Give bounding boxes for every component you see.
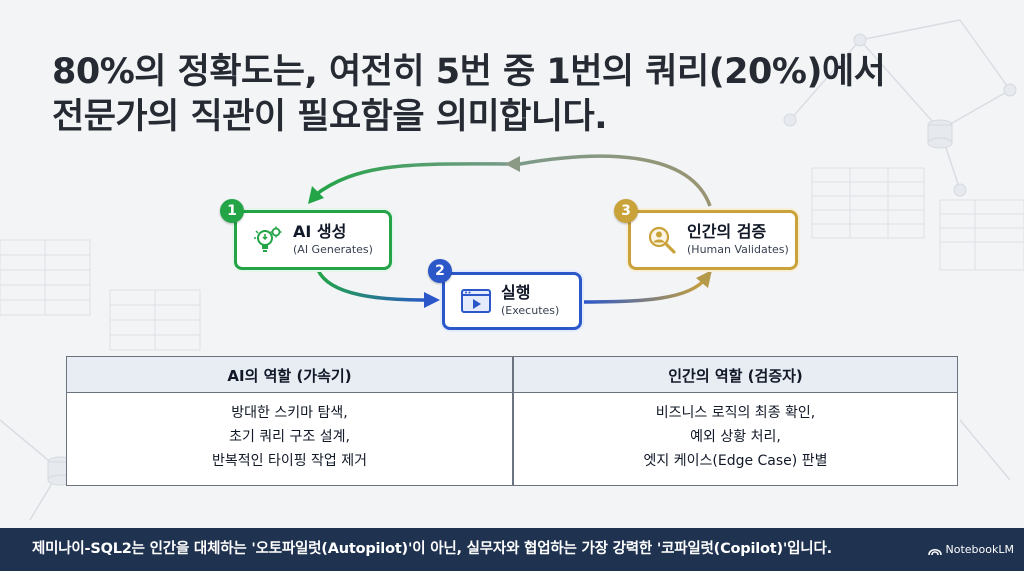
- list-item: 초기 쿼리 구조 설계,: [229, 429, 350, 445]
- step-card-ai-generates: AI 생성 (AI Generates): [234, 210, 392, 270]
- step-subtitle: (Executes): [501, 304, 560, 317]
- arrow-head-mid: [505, 156, 520, 172]
- human-role-list: 비즈니스 로직의 최종 확인, 예외 상황 처리, 엣지 케이스(Edge Ca…: [513, 401, 958, 473]
- list-item: 방대한 스키마 탐색,: [231, 405, 348, 421]
- list-item: 반복적인 타이핑 작업 제거: [211, 453, 368, 469]
- step-title: AI 생성: [293, 222, 347, 241]
- step-number-badge: 2: [428, 259, 452, 283]
- step-number-badge: 1: [220, 199, 244, 223]
- arrow-validate-to-generate: [312, 154, 712, 207]
- step-card-human-validates: 인간의 검증 (Human Validates): [628, 210, 798, 270]
- lightbulb-gear-icon: [251, 223, 285, 257]
- play-window-icon: [459, 284, 493, 318]
- headline-line-1: 80%의 정확도는, 여전히 5번 중 1번의 쿼리(20%)에서: [52, 52, 886, 92]
- step-title: 실행: [501, 283, 531, 302]
- step-number-badge: 3: [614, 199, 638, 223]
- footer-banner: 제미나이-SQL2는 인간을 대체하는 '오토파일럿(Autopilot)'이 …: [0, 528, 1024, 571]
- arrow-head-generate: [308, 186, 324, 204]
- list-item: 예외 상황 처리,: [690, 429, 781, 445]
- list-item: 비즈니스 로직의 최종 확인,: [655, 405, 816, 421]
- step-subtitle: (Human Validates): [687, 243, 789, 256]
- magnifier-person-icon: [645, 223, 679, 257]
- step-card-executes: 실행 (Executes): [442, 272, 582, 330]
- arrow-generate-to-execute: [316, 269, 429, 302]
- arrow-head-validate: [696, 270, 712, 288]
- brand-watermark: NotebookLM: [923, 543, 1014, 556]
- column-divider: [512, 357, 514, 485]
- arrow-head-execute: [424, 292, 440, 308]
- footer-caption: 제미나이-SQL2는 인간을 대체하는 '오토파일럿(Autopilot)'이 …: [32, 541, 832, 557]
- roles-table: AI의 역할 (가속기) 인간의 역할 (검증자) 방대한 스키마 탐색, 초기…: [66, 356, 958, 486]
- step-subtitle: (AI Generates): [293, 243, 373, 256]
- step-title: 인간의 검증: [687, 222, 767, 241]
- headline-line-2: 전문가의 직관이 필요함을 의미합니다.: [52, 97, 608, 137]
- human-role-header: 인간의 역할 (검증자): [668, 366, 803, 385]
- arrow-execute-to-validate: [583, 276, 708, 304]
- brand-name: NotebookLM: [945, 543, 1014, 556]
- ai-role-list: 방대한 스키마 탐색, 초기 쿼리 구조 설계, 반복적인 타이핑 작업 제거: [67, 401, 512, 473]
- list-item: 엣지 케이스(Edge Case) 판별: [643, 453, 828, 469]
- notebooklm-logo-icon: [927, 548, 942, 555]
- ai-role-header: AI의 역할 (가속기): [227, 366, 352, 385]
- page-title: 80%의 정확도는, 여전히 5번 중 1번의 쿼리(20%)에서 전문가의 직…: [52, 50, 972, 140]
